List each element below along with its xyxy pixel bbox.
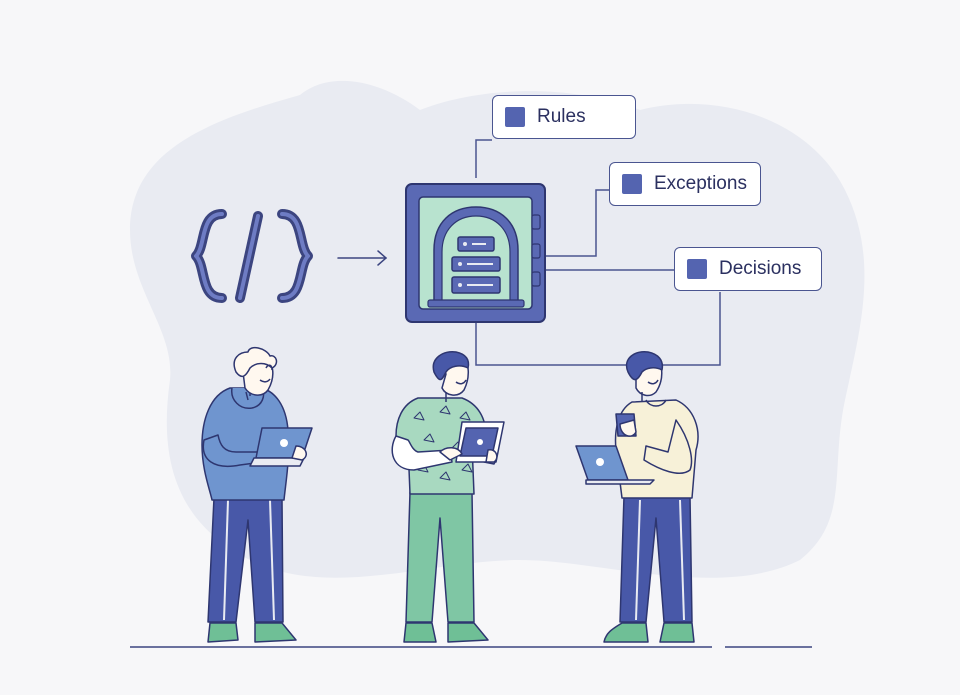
server-stack-icon [451,236,501,294]
decisions-label: Decisions [719,258,802,279]
square-icon [622,174,642,194]
arrow-right-icon [337,250,388,266]
exceptions-label: Exceptions [654,173,747,194]
code-brackets-icon-fill [194,212,310,300]
connector-lines [475,139,721,366]
person-middle [391,350,505,643]
rules-card: Rules [492,95,636,139]
person-right [575,350,699,643]
person-left [201,346,313,643]
exceptions-card: Exceptions [609,162,761,206]
decisions-card: Decisions [674,247,822,291]
rules-label: Rules [537,106,586,127]
square-icon [687,259,707,279]
square-icon [505,107,525,127]
vault-icon [405,183,546,323]
background-blob-small [290,84,400,152]
